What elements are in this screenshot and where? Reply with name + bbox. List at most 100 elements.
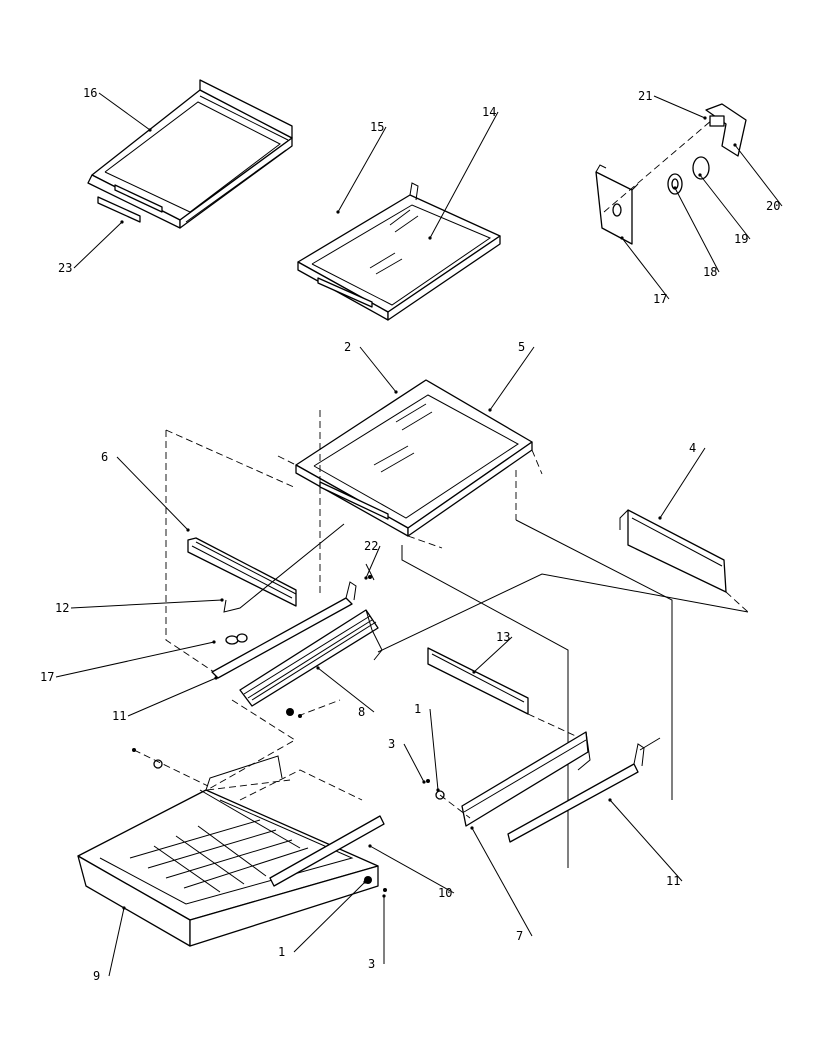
callout-c11b: 11: [608, 798, 683, 888]
leader-arrow-tip: [608, 798, 612, 802]
leader-line: [429, 111, 499, 239]
callout-c3b: 3: [368, 894, 386, 971]
leader-line: [127, 677, 217, 717]
part-number-label: 6: [101, 450, 108, 464]
callout-c17b: 17: [40, 640, 216, 684]
slide-7: [461, 731, 591, 827]
leader-arrow-tip: [148, 128, 152, 132]
callout-c5: 5: [488, 340, 535, 412]
leader-arrow-tip: [336, 210, 340, 214]
leader-line: [621, 237, 670, 300]
leader-line: [70, 599, 223, 609]
leader-line: [108, 907, 125, 977]
callout-c4: 4: [658, 441, 706, 520]
leader-line: [473, 636, 513, 673]
leader-arrow-tip: [120, 220, 124, 224]
part-number-label: 4: [689, 441, 696, 455]
screw-22: [365, 563, 375, 581]
leader-arrow-tip: [122, 906, 126, 910]
leader-arrow-tip: [382, 894, 386, 898]
leader-arrow-tip: [214, 676, 218, 680]
leader-arrow-tip: [698, 173, 702, 177]
callout-c16: 16: [83, 86, 152, 132]
leader-arrow-tip: [394, 390, 398, 394]
part-number-label: 3: [388, 737, 395, 751]
leader-line: [337, 126, 387, 213]
part-number-label: 18: [703, 265, 717, 279]
callout-c13: 13: [472, 630, 513, 674]
part-number-label: 23: [58, 261, 72, 275]
callout-c2: 2: [344, 340, 398, 394]
leader-arrow-tip: [186, 528, 190, 532]
leader-line: [317, 667, 375, 713]
leader-line: [369, 845, 455, 894]
leader-arrow-tip: [428, 236, 432, 240]
leader-arrow-tip: [436, 788, 440, 792]
callout-c14: 14: [428, 105, 499, 240]
cover-8: [239, 609, 383, 707]
bracket-assembly: [595, 103, 747, 245]
callout-c15: 15: [336, 120, 387, 214]
callout-c18: 18: [673, 186, 720, 279]
callout-c9: 9: [93, 906, 126, 983]
callout-c8: 8: [316, 666, 375, 719]
callout-c19: 19: [698, 173, 751, 246]
leader-arrow-tip: [658, 516, 662, 520]
leader-arrow-tip: [316, 666, 320, 670]
leader-arrow-tip: [488, 408, 492, 412]
slide-11-right: [507, 737, 661, 843]
leader-arrow-tip: [703, 116, 707, 120]
rod-12: [223, 523, 345, 613]
callout-c12: 12: [55, 598, 224, 615]
leader-arrow-tip: [472, 670, 476, 674]
clip-17: [225, 633, 248, 645]
label-23: [97, 196, 141, 223]
leader-arrow-tip: [470, 826, 474, 830]
shelf-16: [87, 79, 293, 229]
leader-line: [116, 456, 189, 531]
crossbar-13: [427, 647, 529, 715]
callout-c20: 20: [733, 143, 783, 213]
cover-10: [239, 769, 363, 801]
callout-c7: 7: [470, 826, 533, 943]
part-number-label: 10: [438, 886, 452, 900]
glass-shelf-5: [295, 379, 533, 537]
leader-line: [699, 174, 751, 240]
leader-arrow-tip: [212, 640, 216, 644]
part-number-label: 14: [482, 105, 496, 119]
leader-line: [674, 187, 720, 273]
part-number-label: 3: [368, 957, 375, 971]
part-number-label: 7: [516, 929, 523, 943]
part-number-label: 16: [83, 86, 97, 100]
part-number-label: 1: [278, 945, 285, 959]
leader-arrow-tip: [422, 780, 426, 784]
leader-line: [73, 221, 123, 269]
leader-arrow-tip: [368, 844, 372, 848]
leader-line: [489, 346, 535, 411]
part-number-label: 15: [370, 120, 384, 134]
leader-line: [365, 545, 381, 579]
part-number-label: 1: [414, 702, 421, 716]
callout-c22: 22: [364, 539, 381, 580]
leader-line: [359, 346, 397, 393]
callout-c1a: 1: [414, 702, 440, 792]
callout-c11a: 11: [112, 676, 218, 723]
leader-arrow-tip: [673, 186, 677, 190]
leader-line: [403, 743, 425, 783]
part-number-label: 2: [344, 340, 351, 354]
part-number-label: 9: [93, 969, 100, 983]
part-number-label: 12: [55, 601, 69, 615]
part-number-label: 11: [666, 874, 680, 888]
leader-line: [55, 641, 215, 678]
rail-6: [187, 537, 297, 607]
leader-line: [659, 447, 706, 519]
callout-c10: 10: [368, 844, 455, 900]
callout-c6: 6: [101, 450, 190, 532]
leader-line: [98, 92, 151, 131]
callout-c23: 23: [58, 220, 124, 275]
glass-shelf-14: [297, 182, 501, 321]
part-number-label: 17: [40, 670, 54, 684]
